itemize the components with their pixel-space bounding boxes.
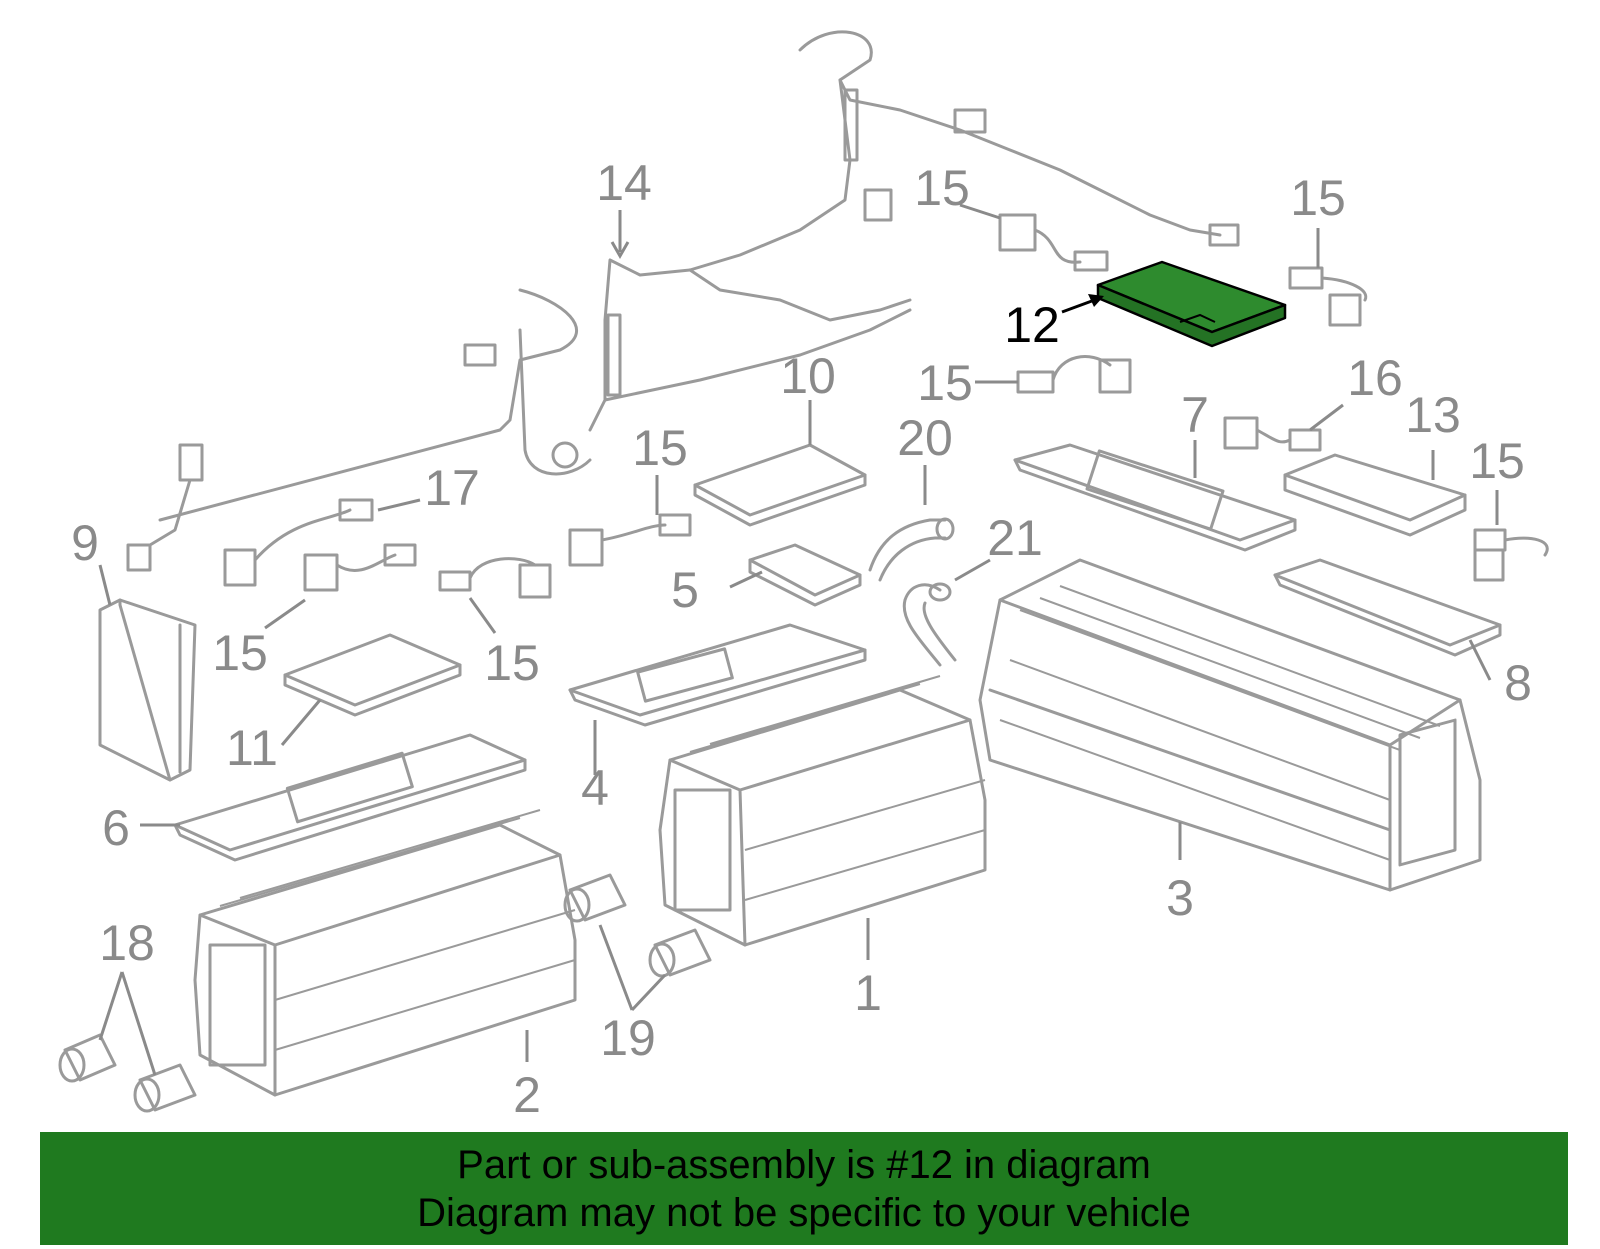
callout-6: 6 bbox=[102, 800, 130, 856]
battery-module-part-2 bbox=[193, 809, 577, 1097]
callout-15-right: 15 bbox=[1469, 433, 1525, 489]
callout-labels: 1 2 3 4 5 6 7 8 9 10 11 12 13 14 15 15 1… bbox=[71, 155, 1532, 1123]
cover-plate-part-8 bbox=[1273, 558, 1502, 657]
connector-harness-part-15-left bbox=[303, 543, 417, 592]
callout-21: 21 bbox=[987, 510, 1043, 566]
cover-plate-part-7 bbox=[1013, 443, 1297, 552]
callout-11: 11 bbox=[226, 720, 278, 776]
callout-15-center: 15 bbox=[632, 420, 688, 476]
callout-15-upper: 15 bbox=[914, 160, 970, 216]
callout-1: 1 bbox=[854, 965, 882, 1021]
callout-14: 14 bbox=[596, 155, 652, 211]
hose-part-21 bbox=[902, 582, 957, 667]
module-part-11 bbox=[283, 633, 462, 717]
callout-18: 18 bbox=[99, 915, 155, 971]
leader-lines bbox=[98, 203, 1499, 1076]
module-part-13 bbox=[1283, 453, 1467, 537]
callout-9: 9 bbox=[71, 515, 99, 571]
sleeve-part-18 bbox=[58, 1033, 197, 1113]
callout-15-left: 15 bbox=[212, 625, 268, 681]
connector-harness-part-15-center-left bbox=[438, 557, 552, 599]
callout-12: 12 bbox=[1004, 297, 1060, 353]
callout-8: 8 bbox=[1504, 655, 1532, 711]
battery-module-part-3 bbox=[978, 558, 1482, 892]
callout-3: 3 bbox=[1166, 870, 1194, 926]
connector-harness-part-15-right bbox=[1473, 528, 1549, 582]
connector-harness-part-15-mid bbox=[1016, 355, 1132, 394]
connector-harness-part-16 bbox=[1223, 416, 1322, 452]
callout-15-center-left: 15 bbox=[484, 635, 540, 691]
connector-harness-part-15-right-top bbox=[1288, 266, 1368, 327]
connector-harness-part-15-center bbox=[568, 513, 692, 567]
callout-7: 7 bbox=[1181, 387, 1209, 443]
callout-2: 2 bbox=[513, 1067, 541, 1123]
module-part-10 bbox=[693, 443, 867, 527]
callout-19: 19 bbox=[600, 1010, 656, 1066]
connector-harness-part-15-upper bbox=[998, 213, 1109, 272]
bracket-part-5 bbox=[748, 543, 862, 607]
callout-17: 17 bbox=[424, 460, 480, 516]
callout-13: 13 bbox=[1405, 387, 1461, 443]
info-banner: Part or sub-assembly is #12 in diagram D… bbox=[40, 1132, 1568, 1245]
banner-line-disclaimer: Diagram may not be specific to your vehi… bbox=[417, 1190, 1191, 1235]
cover-plate-part-4 bbox=[568, 623, 867, 727]
connector-harness-part-17 bbox=[223, 498, 374, 587]
hose-part-20 bbox=[868, 517, 955, 582]
sleeve-part-19 bbox=[563, 873, 712, 978]
banner-line-part-number: Part or sub-assembly is #12 in diagram bbox=[457, 1142, 1151, 1187]
highlighted-module-part-12 bbox=[1096, 260, 1287, 348]
control-module-part-9 bbox=[98, 598, 197, 782]
battery-module-part-1 bbox=[658, 675, 987, 947]
callout-4: 4 bbox=[581, 760, 609, 816]
wiring-harness-part-14 bbox=[126, 30, 1240, 572]
callout-20: 20 bbox=[897, 410, 953, 466]
callout-16: 16 bbox=[1347, 350, 1403, 406]
callout-10: 10 bbox=[780, 348, 836, 404]
callout-15-mid: 15 bbox=[917, 355, 973, 411]
callout-15-right-top: 15 bbox=[1290, 170, 1346, 226]
callout-5: 5 bbox=[671, 562, 699, 618]
cover-plate-part-6 bbox=[173, 733, 527, 862]
